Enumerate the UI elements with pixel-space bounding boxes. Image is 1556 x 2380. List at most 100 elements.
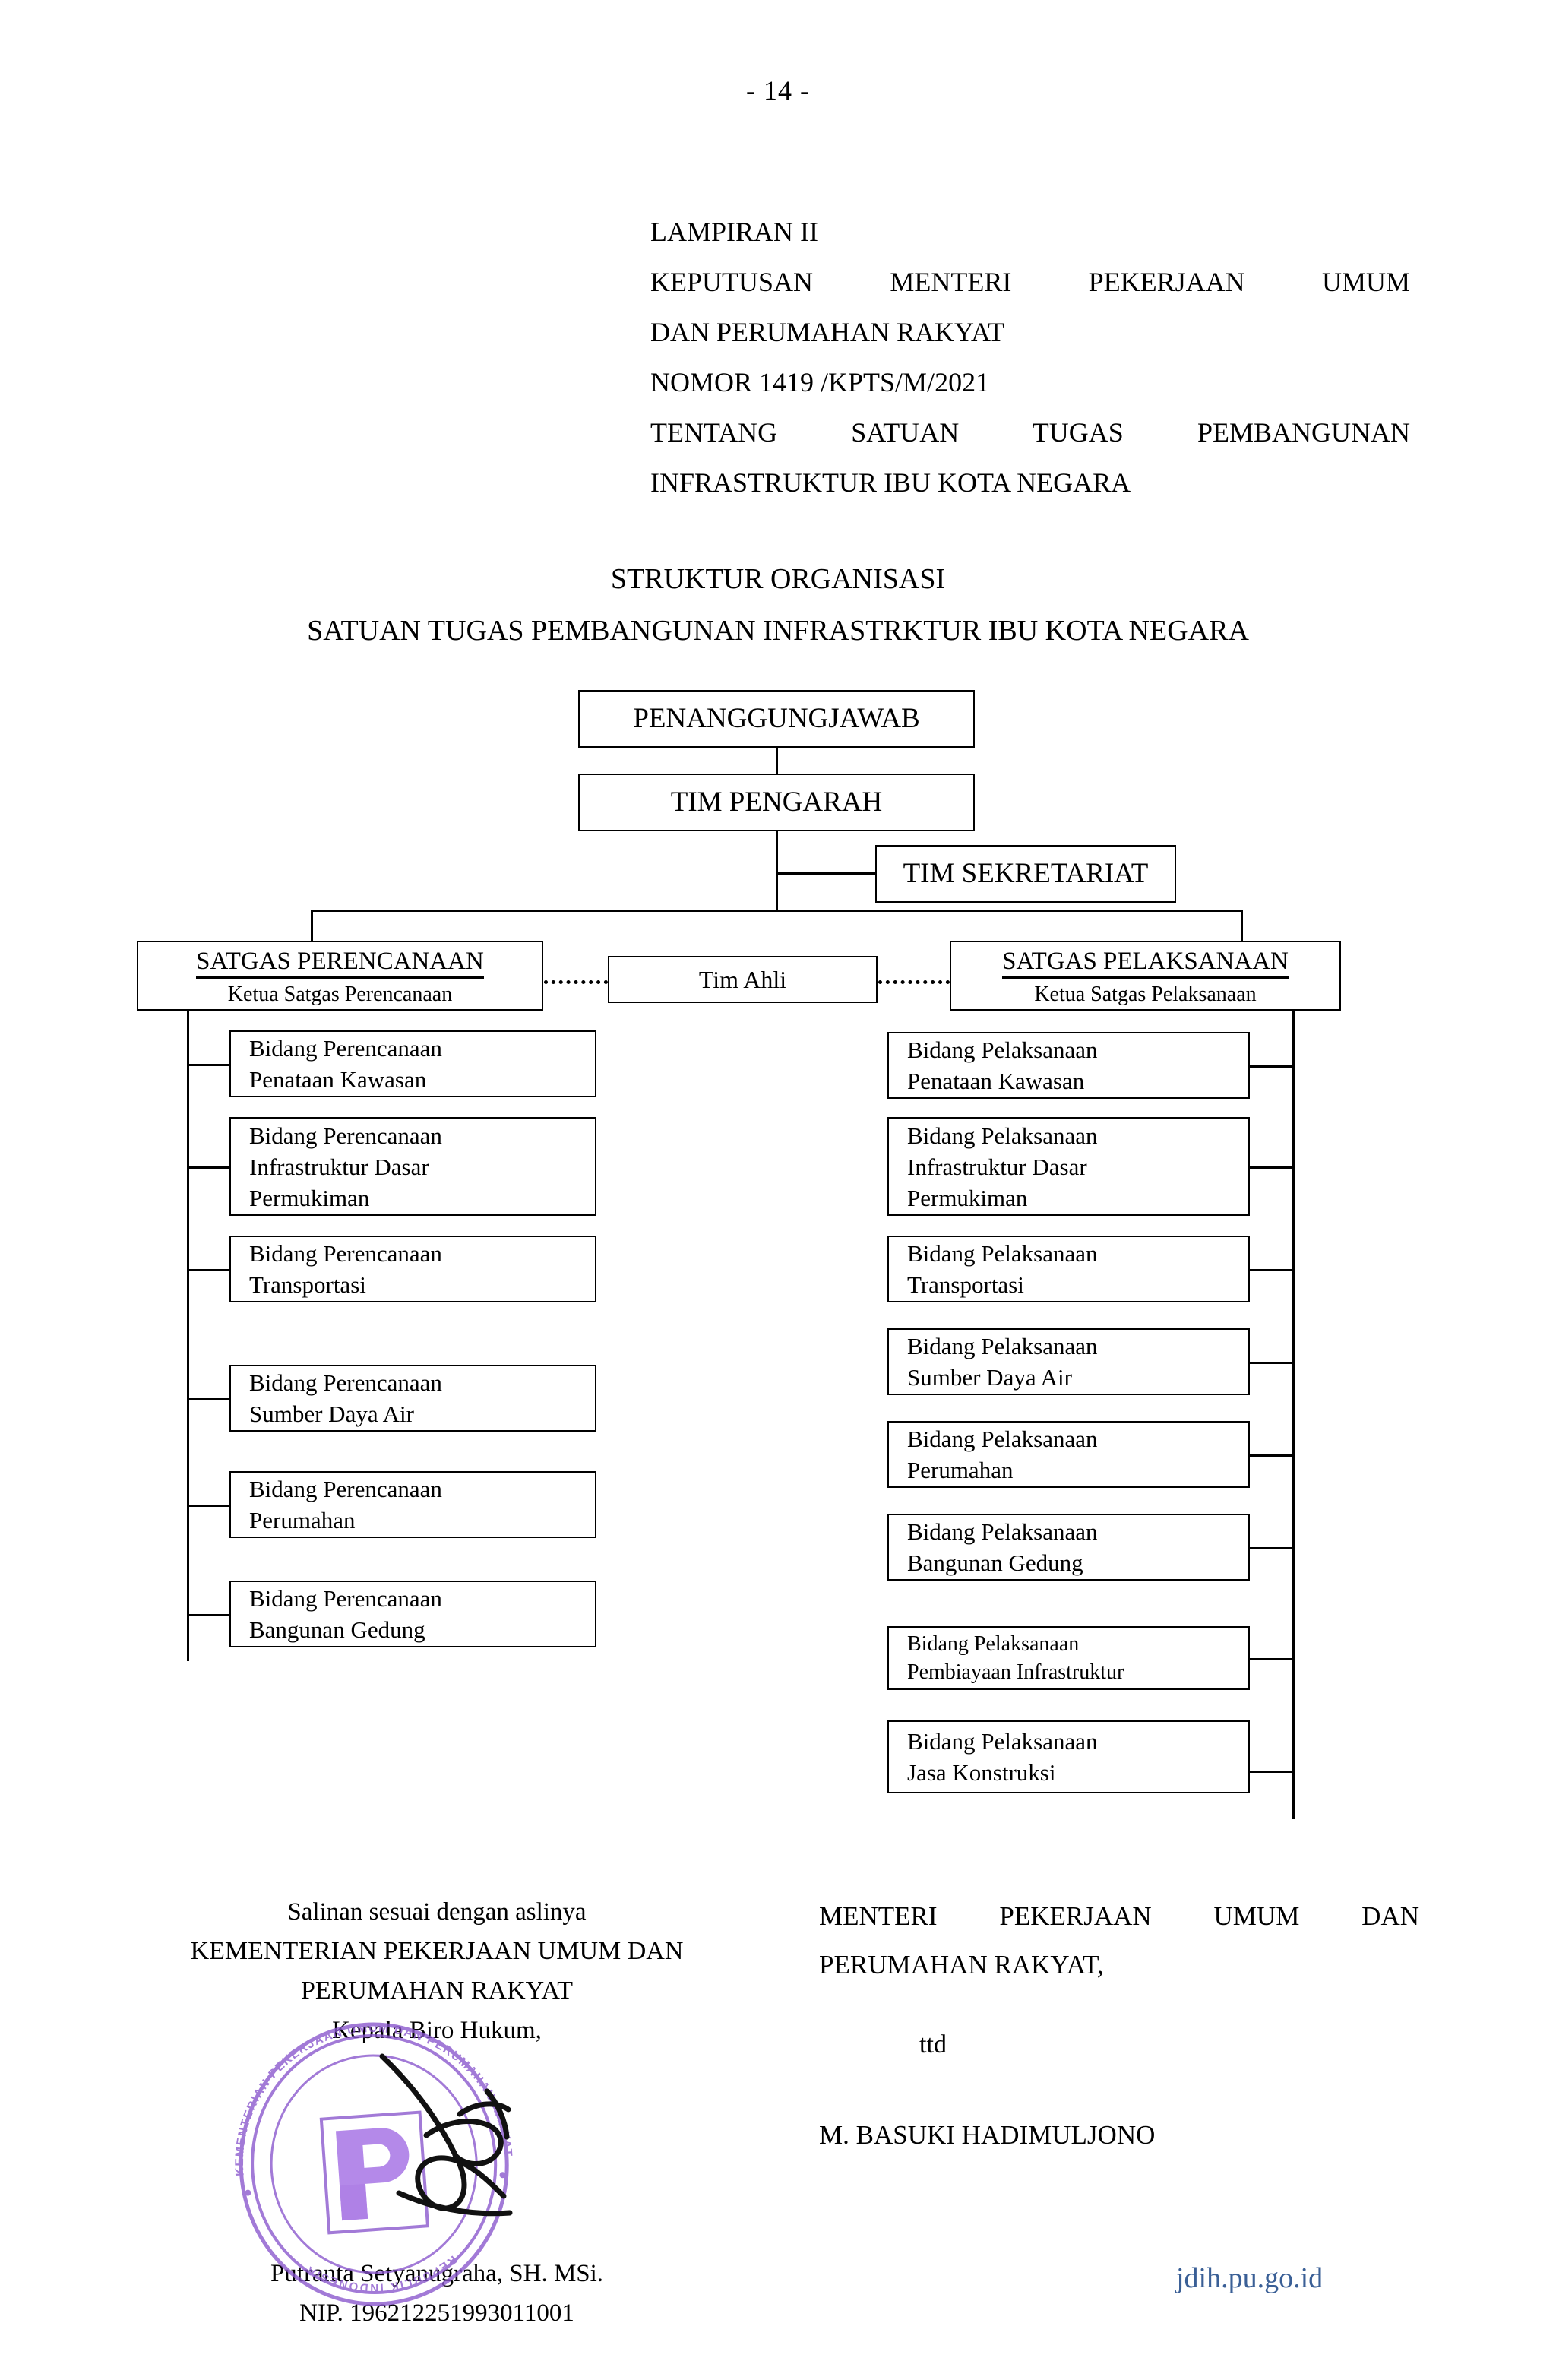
node-satgas-perencanaan-title: SATGAS PERENCANAAN — [196, 947, 484, 979]
connector-left-stub-6 — [187, 1614, 231, 1616]
node-bidang-perencanaan-1: Bidang Perencanaan Penataan Kawasan — [229, 1030, 596, 1097]
bidang-line-1: Bidang Perencanaan — [249, 1369, 442, 1396]
bidang-line-2: Pembiayaan Infrastruktur — [907, 1660, 1124, 1684]
minister-title-line2: PERUMAHAN RAKYAT, — [819, 1950, 1104, 1980]
bidang-line-2: Jasa Konstruksi — [907, 1759, 1056, 1786]
letterhead-line-5: TENTANG SATUAN TUGAS PEMBANGUNAN — [650, 417, 1410, 448]
connector-right-stub-3 — [1250, 1269, 1294, 1271]
node-tim-ahli: Tim Ahli — [608, 956, 878, 1003]
connector-left-stub-4 — [187, 1398, 231, 1400]
page-number: - 14 - — [746, 75, 810, 106]
node-penanggungjawab: PENANGGUNGJAWAB — [578, 690, 975, 748]
node-bidang-perencanaan-4: Bidang Perencanaan Sumber Daya Air — [229, 1365, 596, 1432]
connector-satgas-branch-bar — [311, 910, 1243, 912]
bidang-line-2: Perumahan — [249, 1507, 356, 1533]
node-bidang-perencanaan-6: Bidang Perencanaan Bangunan Gedung — [229, 1581, 596, 1647]
bidang-line-1: Bidang Perencanaan — [249, 1035, 442, 1062]
connector-left-stub-2 — [187, 1166, 231, 1169]
connector-right-stub-5 — [1250, 1454, 1294, 1457]
node-tim-ahli-label: Tim Ahli — [698, 966, 787, 993]
connector-pj-to-pengarah — [776, 748, 778, 774]
node-bidang-pelaksanaan-6: Bidang Pelaksanaan Bangunan Gedung — [887, 1514, 1250, 1581]
connector-right-stub-4 — [1250, 1362, 1294, 1364]
connector-branch-down-left — [311, 910, 313, 941]
node-satgas-perencanaan-subtitle: Ketua Satgas Perencanaan — [227, 982, 453, 1006]
connector-right-stub-7 — [1250, 1658, 1294, 1660]
node-bidang-pelaksanaan-8: Bidang Pelaksanaan Jasa Konstruksi — [887, 1720, 1250, 1793]
node-tim-pengarah: TIM PENGARAH — [578, 774, 975, 831]
connector-right-stub-8 — [1250, 1771, 1294, 1773]
letterhead-line-2: KEPUTUSAN MENTERI PEKERJAAN UMUM — [650, 267, 1410, 297]
chart-title-line1: STRUKTUR ORGANISASI — [610, 563, 946, 595]
connector-left-stub-5 — [187, 1505, 231, 1507]
bidang-line-1: Bidang Pelaksanaan — [907, 1122, 1098, 1149]
connector-trunk-to-sekretariat — [776, 872, 875, 875]
bidang-line-2: Penataan Kawasan — [907, 1068, 1085, 1094]
chart-title-line2: SATUAN TUGAS PEMBANGUNAN INFRASTRKTUR IB… — [307, 615, 1249, 647]
bidang-line-1: Bidang Pelaksanaan — [907, 1333, 1098, 1359]
bidang-line-1: Bidang Pelaksanaan — [907, 1632, 1080, 1656]
bidang-line-1: Bidang Perencanaan — [249, 1585, 442, 1612]
bidang-line-1: Bidang Pelaksanaan — [907, 1518, 1098, 1545]
bidang-line-3: Permukiman — [249, 1184, 370, 1211]
connector-left-stub-3 — [187, 1269, 231, 1271]
node-tim-pengarah-label: TIM PENGARAH — [670, 786, 883, 818]
node-bidang-pelaksanaan-4: Bidang Pelaksanaan Sumber Daya Air — [887, 1328, 1250, 1395]
node-satgas-pelaksanaan-subtitle: Ketua Satgas Pelaksanaan — [1034, 982, 1257, 1006]
bidang-line-2: Sumber Daya Air — [249, 1400, 414, 1427]
bidang-line-2: Infrastruktur Dasar — [907, 1153, 1087, 1180]
connector-branch-down-right — [1241, 910, 1243, 941]
connector-left-trunk — [187, 1011, 189, 1661]
letterhead-line-3: DAN PERUMAHAN RAKYAT — [650, 317, 1005, 347]
handwritten-signature — [353, 2044, 551, 2249]
node-bidang-pelaksanaan-5: Bidang Pelaksanaan Perumahan — [887, 1421, 1250, 1488]
minister-signature-block: MENTERI PEKERJAAN UMUM DAN PERUMAHAN RAK… — [819, 1892, 1419, 1989]
dotted-link-timahli-pelaksanaan — [878, 980, 950, 984]
bidang-line-1: Bidang Pelaksanaan — [907, 1240, 1098, 1267]
node-bidang-pelaksanaan-1: Bidang Pelaksanaan Penataan Kawasan — [887, 1032, 1250, 1099]
node-bidang-pelaksanaan-3: Bidang Pelaksanaan Transportasi — [887, 1236, 1250, 1302]
node-tim-sekretariat: TIM SEKRETARIAT — [875, 845, 1176, 903]
bidang-line-2: Bangunan Gedung — [907, 1549, 1083, 1576]
bidang-line-1: Bidang Perencanaan — [249, 1476, 442, 1502]
bidang-line-1: Bidang Perencanaan — [249, 1122, 442, 1149]
bidang-line-1: Bidang Pelaksanaan — [907, 1037, 1098, 1063]
connector-right-stub-2 — [1250, 1166, 1294, 1169]
node-satgas-pelaksanaan-title: SATGAS PELAKSANAAN — [1002, 947, 1289, 979]
bidang-line-2: Perumahan — [907, 1457, 1014, 1483]
node-bidang-perencanaan-5: Bidang Perencanaan Perumahan — [229, 1471, 596, 1538]
letterhead-line-1: LAMPIRAN II — [650, 217, 818, 247]
node-bidang-perencanaan-3: Bidang Perencanaan Transportasi — [229, 1236, 596, 1302]
bidang-line-2: Transportasi — [249, 1271, 366, 1298]
node-satgas-perencanaan: SATGAS PERENCANAAN Ketua Satgas Perencan… — [137, 941, 543, 1011]
bidang-line-1: Bidang Pelaksanaan — [907, 1426, 1098, 1452]
copy-line-1: Salinan sesuai dengan aslinya — [287, 1898, 587, 1926]
minister-name: M. BASUKI HADIMULJONO — [819, 2120, 1156, 2150]
connector-right-stub-1 — [1250, 1065, 1294, 1068]
copy-officer-nip: NIP. 196212251993011001 — [299, 2299, 574, 2327]
connector-right-stub-6 — [1250, 1547, 1294, 1549]
node-tim-sekretariat-label: TIM SEKRETARIAT — [903, 858, 1149, 889]
connector-left-stub-1 — [187, 1064, 231, 1066]
bidang-line-1: Bidang Pelaksanaan — [907, 1728, 1098, 1755]
connector-pengarah-trunk — [776, 831, 778, 912]
copy-line-2: KEMENTERIAN PEKERJAAN UMUM DAN — [190, 1937, 684, 1965]
node-bidang-perencanaan-2: Bidang Perencanaan Infrastruktur Dasar P… — [229, 1117, 596, 1216]
bidang-line-1: Bidang Perencanaan — [249, 1240, 442, 1267]
copy-officer-name: Putranta Setyanugraha, SH. MSi. — [270, 2260, 604, 2287]
node-bidang-pelaksanaan-2: Bidang Pelaksanaan Infrastruktur Dasar P… — [887, 1117, 1250, 1216]
letterhead-line-4: NOMOR 1419 /KPTS/M/2021 — [650, 367, 990, 397]
minister-title-line1: MENTERI PEKERJAAN UMUM DAN — [819, 1901, 1419, 1931]
jdih-watermark: jdih.pu.go.id — [1176, 2262, 1324, 2294]
node-satgas-pelaksanaan: SATGAS PELAKSANAAN Ketua Satgas Pelaksan… — [950, 941, 1341, 1011]
bidang-line-2: Sumber Daya Air — [907, 1364, 1072, 1391]
letterhead-line-6: INFRASTRUKTUR IBU KOTA NEGARA — [650, 467, 1131, 498]
bidang-line-2: Penataan Kawasan — [249, 1066, 427, 1093]
bidang-line-2: Transportasi — [907, 1271, 1024, 1298]
ttd-label: ttd — [919, 2030, 947, 2059]
org-chart: PENANGGUNGJAWAB TIM PENGARAH TIM SEKRETA… — [137, 690, 1341, 1819]
dotted-link-perencanaan-timahli — [544, 980, 608, 984]
node-penanggungjawab-label: PENANGGUNGJAWAB — [633, 703, 920, 734]
copy-line-3: PERUMAHAN RAKYAT — [301, 1976, 573, 2005]
letterhead-block: LAMPIRAN II KEPUTUSAN MENTERI PEKERJAAN … — [650, 207, 1410, 508]
